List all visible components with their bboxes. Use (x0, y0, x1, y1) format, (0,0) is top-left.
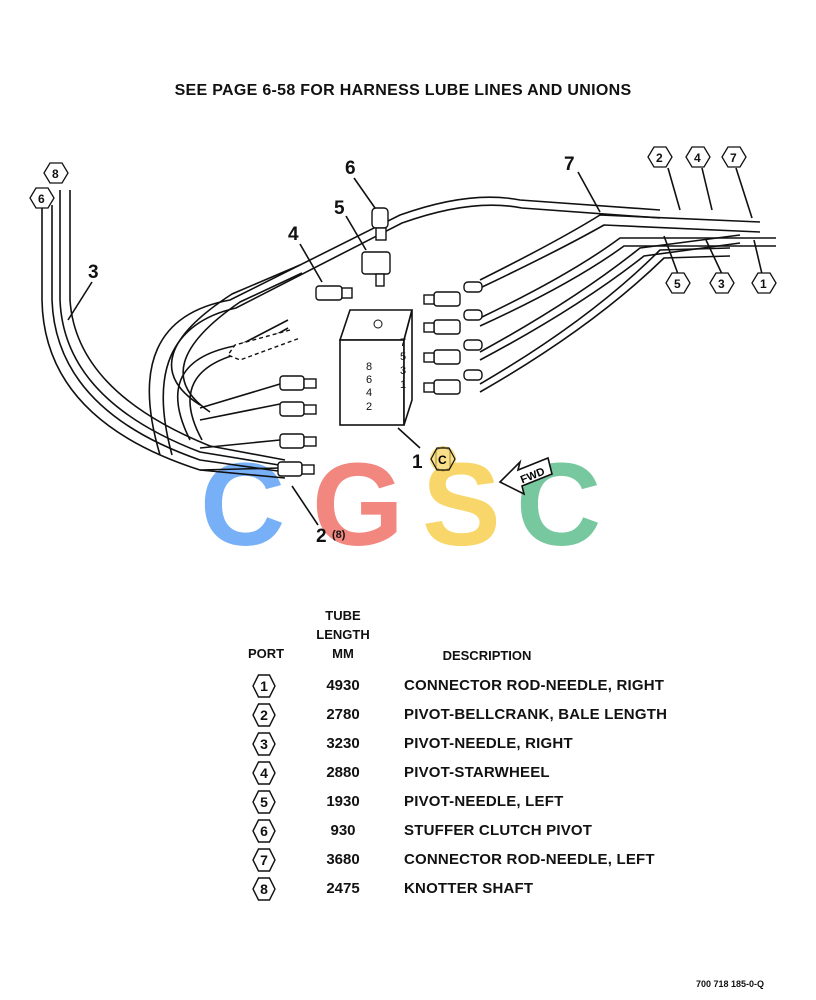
port-description: PIVOT-STARWHEEL (404, 764, 550, 781)
block-port-right-7: 7 (400, 337, 406, 349)
watermark-letter-2: G (312, 439, 404, 571)
fwd-arrow: FWD (498, 456, 553, 496)
tag-bottom-5-label: 5 (674, 277, 681, 291)
port-hex-icon: 2 (250, 701, 278, 729)
table-row: 8 2475 KNOTTER SHAFT (240, 875, 710, 903)
distribution-block: 8 6 4 2 7 5 3 1 (338, 309, 414, 426)
port-description: CONNECTOR ROD-NEEDLE, RIGHT (404, 677, 665, 694)
table-row: 3 3230 PIVOT-NEEDLE, RIGHT (240, 730, 710, 758)
port-number: 8 (260, 881, 268, 897)
block-port-left-6: 6 (366, 374, 372, 386)
figure-number: 700 718 185-0-Q (696, 979, 765, 989)
callout-labels: 6 5 4 3 7 1 2 (8) (88, 154, 575, 547)
block-port-left-4: 4 (366, 387, 372, 399)
port-number: 6 (260, 823, 268, 839)
callout-4: 4 (288, 224, 299, 245)
port-hex-icon: 6 (250, 817, 278, 845)
right-fittings (423, 281, 483, 395)
diagram-hex-tags: 6 8 2 4 7 5 3 1 (29, 146, 777, 294)
leader-lines (67, 167, 763, 526)
table-row: 7 3680 CONNECTOR ROD-NEEDLE, LEFT (240, 846, 710, 874)
tag-top-7: 7 (721, 146, 747, 168)
table-row: 6 930 STUFFER CLUTCH PIVOT (240, 817, 710, 845)
header-mm: MM (332, 646, 354, 661)
table-row: 1 4930 CONNECTOR ROD-NEEDLE, RIGHT (240, 672, 710, 700)
hose-lines (41, 190, 776, 479)
port-number: 5 (260, 794, 268, 810)
callout-7: 7 (564, 154, 575, 175)
block-port-left-2: 2 (366, 401, 372, 413)
callout-3: 3 (88, 262, 99, 283)
table-row: 4 2880 PIVOT-STARWHEEL (240, 759, 710, 787)
port-hex-icon: 8 (250, 875, 278, 903)
tube-length: 3230 (326, 735, 360, 752)
tube-length: 930 (330, 822, 356, 839)
header-tube: TUBE (325, 608, 361, 623)
tube-length: 2880 (326, 764, 360, 781)
tube-length: 2475 (326, 880, 360, 897)
tag-top-4: 4 (685, 146, 711, 168)
port-hex-icon: 5 (250, 788, 278, 816)
tag-left-8-label: 8 (52, 167, 59, 181)
see-page-note: SEE PAGE 6-58 FOR HARNESS LUBE LINES AND… (174, 82, 632, 99)
port-number: 3 (260, 736, 268, 752)
port-number: 1 (260, 678, 268, 694)
left-fittings (277, 285, 353, 477)
port-hex-icon: 1 (250, 672, 278, 700)
callout-2-qty: (8) (332, 529, 346, 541)
callout-1: 1 (412, 452, 423, 473)
block-port-right-3: 3 (400, 365, 406, 377)
port-description: PIVOT-NEEDLE, LEFT (404, 793, 564, 810)
code-c-hexagon: C (430, 446, 456, 472)
block-port-right-1: 1 (400, 379, 406, 391)
watermark-letter-1: C (200, 439, 285, 571)
elbow-and-tee-fittings (226, 207, 391, 361)
callout-6: 6 (345, 158, 356, 179)
header-port: PORT (247, 646, 285, 661)
tag-top-4-label: 4 (694, 151, 701, 165)
code-c-label: C (438, 453, 447, 467)
tag-bottom-3-label: 3 (718, 277, 725, 291)
tag-bottom-5: 5 (665, 272, 691, 294)
tube-length: 1930 (326, 793, 360, 810)
port-description: STUFFER CLUTCH PIVOT (404, 822, 593, 839)
callout-5: 5 (334, 198, 345, 219)
tag-top-2: 2 (647, 146, 673, 168)
block-port-right-5: 5 (400, 351, 406, 363)
tag-left-8: 8 (43, 162, 69, 184)
tube-length: 4930 (326, 677, 360, 694)
table-row: 5 1930 PIVOT-NEEDLE, LEFT (240, 788, 710, 816)
tag-top-2-label: 2 (656, 151, 663, 165)
port-description: PIVOT-BELLCRANK, BALE LENGTH (404, 706, 668, 723)
header-length: LENGTH (316, 627, 370, 642)
tag-bottom-1: 1 (751, 272, 777, 294)
tag-left-6-label: 6 (38, 192, 45, 206)
callout-2: 2 (316, 526, 327, 547)
header-description: DESCRIPTION (442, 648, 532, 663)
tag-left-6: 6 (29, 187, 55, 209)
port-number: 2 (260, 707, 268, 723)
port-hex-icon: 7 (250, 846, 278, 874)
port-description: CONNECTOR ROD-NEEDLE, LEFT (404, 851, 655, 868)
tube-length: 2780 (326, 706, 360, 723)
port-hex-icon: 4 (250, 759, 278, 787)
block-port-left-8: 8 (366, 361, 372, 373)
port-description: PIVOT-NEEDLE, RIGHT (404, 735, 573, 752)
port-description: KNOTTER SHAFT (404, 880, 534, 897)
tag-top-7-label: 7 (730, 151, 737, 165)
watermark-letter-4: C (516, 439, 601, 571)
port-number: 7 (260, 852, 268, 868)
watermark: C G S C (200, 439, 601, 571)
port-number: 4 (260, 765, 268, 781)
lube-harness-diagram: C G S C 8 (29, 146, 777, 571)
table-row: 2 2780 PIVOT-BELLCRANK, BALE LENGTH (240, 701, 710, 729)
tube-length: 3680 (326, 851, 360, 868)
tag-bottom-3: 3 (709, 272, 735, 294)
tag-bottom-1-label: 1 (760, 277, 767, 291)
port-hex-icon: 3 (250, 730, 278, 758)
